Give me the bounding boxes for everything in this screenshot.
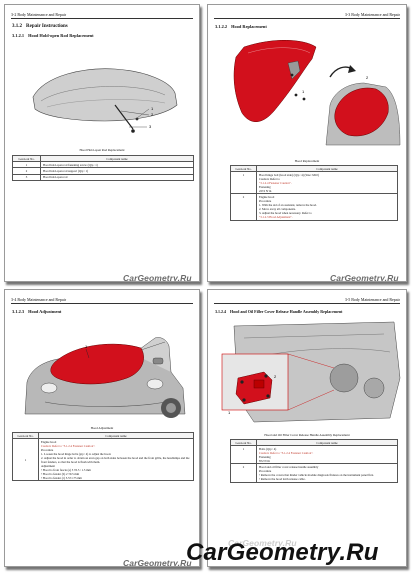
- callout-2: 2: [274, 374, 277, 379]
- callout-1: 1: [85, 344, 88, 349]
- parts-table: Lead-out No. Component name 1 Hood hold-…: [12, 154, 194, 181]
- callout-1: 1: [151, 106, 154, 111]
- parts-table: Lead-out No. Component name 1 Engine hoo…: [12, 431, 194, 482]
- page-header: 3-5 Body Maintenance and Repair: [214, 296, 400, 304]
- table-row: 3 Hood hold-open rod: [12, 173, 194, 181]
- release-handle-figure: 1 2: [214, 318, 402, 428]
- callout-1: 1: [228, 410, 231, 415]
- instrument-panel-illustration: 1 2: [221, 321, 401, 423]
- table-row: 2 Engine hood Procedure 1. With the aid …: [230, 193, 398, 221]
- car-front-illustration: 1: [24, 337, 186, 418]
- col-component: Component name: [256, 438, 398, 447]
- table-header-row: Lead-out No. Component name: [230, 438, 398, 447]
- table-row: 1 Hood hinge bolt (hood side) (Qty.: 4) …: [230, 171, 398, 195]
- table-row: 1 Engine hood Caution: Refer to "3.1.2.4…: [12, 438, 194, 482]
- table-header-row: Lead-out No. Component name: [230, 164, 398, 173]
- col-component: Component name: [256, 164, 398, 173]
- parts-table: Lead-out No. Component name 1 Bolts (Qty…: [230, 438, 398, 483]
- table-row: 2 Hood and oil filler cover release hand…: [230, 463, 398, 483]
- col-component: Component name: [38, 431, 194, 440]
- hood-replacement-illustration: 1 2: [233, 40, 401, 146]
- hood-rod-figure: 1 2 3: [25, 45, 185, 145]
- page-header: 3-2 Body Maintenance and Repair: [11, 11, 193, 19]
- callout-2: 2: [151, 112, 154, 117]
- figure-caption: Hood Replacement: [294, 159, 320, 163]
- brand-watermark: CarGeometry.Ru: [186, 539, 379, 566]
- hood-adjustment-figure: 1: [15, 318, 193, 422]
- watermark: CarGeometry.Ru: [330, 273, 399, 282]
- figure-caption: Hood Hold-open Rod Replacement: [79, 148, 125, 152]
- hood-underside-illustration: 1 2 3: [32, 68, 178, 133]
- watermark: CarGeometry.Ru: [123, 558, 192, 567]
- hood-replacement-figure: 1 2: [214, 35, 402, 153]
- table-row: 1 Bolts (Qty.: 4) Caution: Refer to "3.1…: [230, 445, 398, 465]
- watermark: CarGeometry.Ru: [228, 538, 297, 548]
- figure-caption: Hood Adjustment: [90, 426, 114, 430]
- watermark: CarGeometry.Ru: [123, 273, 192, 282]
- callout-3: 3: [149, 124, 152, 129]
- page-header: 3-4 Body Maintenance and Repair: [11, 296, 193, 304]
- figure-caption: Hood and Oil Filler Cover Release Handle…: [264, 433, 350, 437]
- parts-table: Lead-out No. Component name 1 Hood hinge…: [230, 164, 398, 221]
- table-header-row: Lead-out No. Component name: [12, 431, 194, 440]
- callout-2: 2: [366, 75, 369, 80]
- page-header: 3-3 Body Maintenance and Repair: [214, 11, 400, 19]
- callout-1: 1: [302, 89, 305, 94]
